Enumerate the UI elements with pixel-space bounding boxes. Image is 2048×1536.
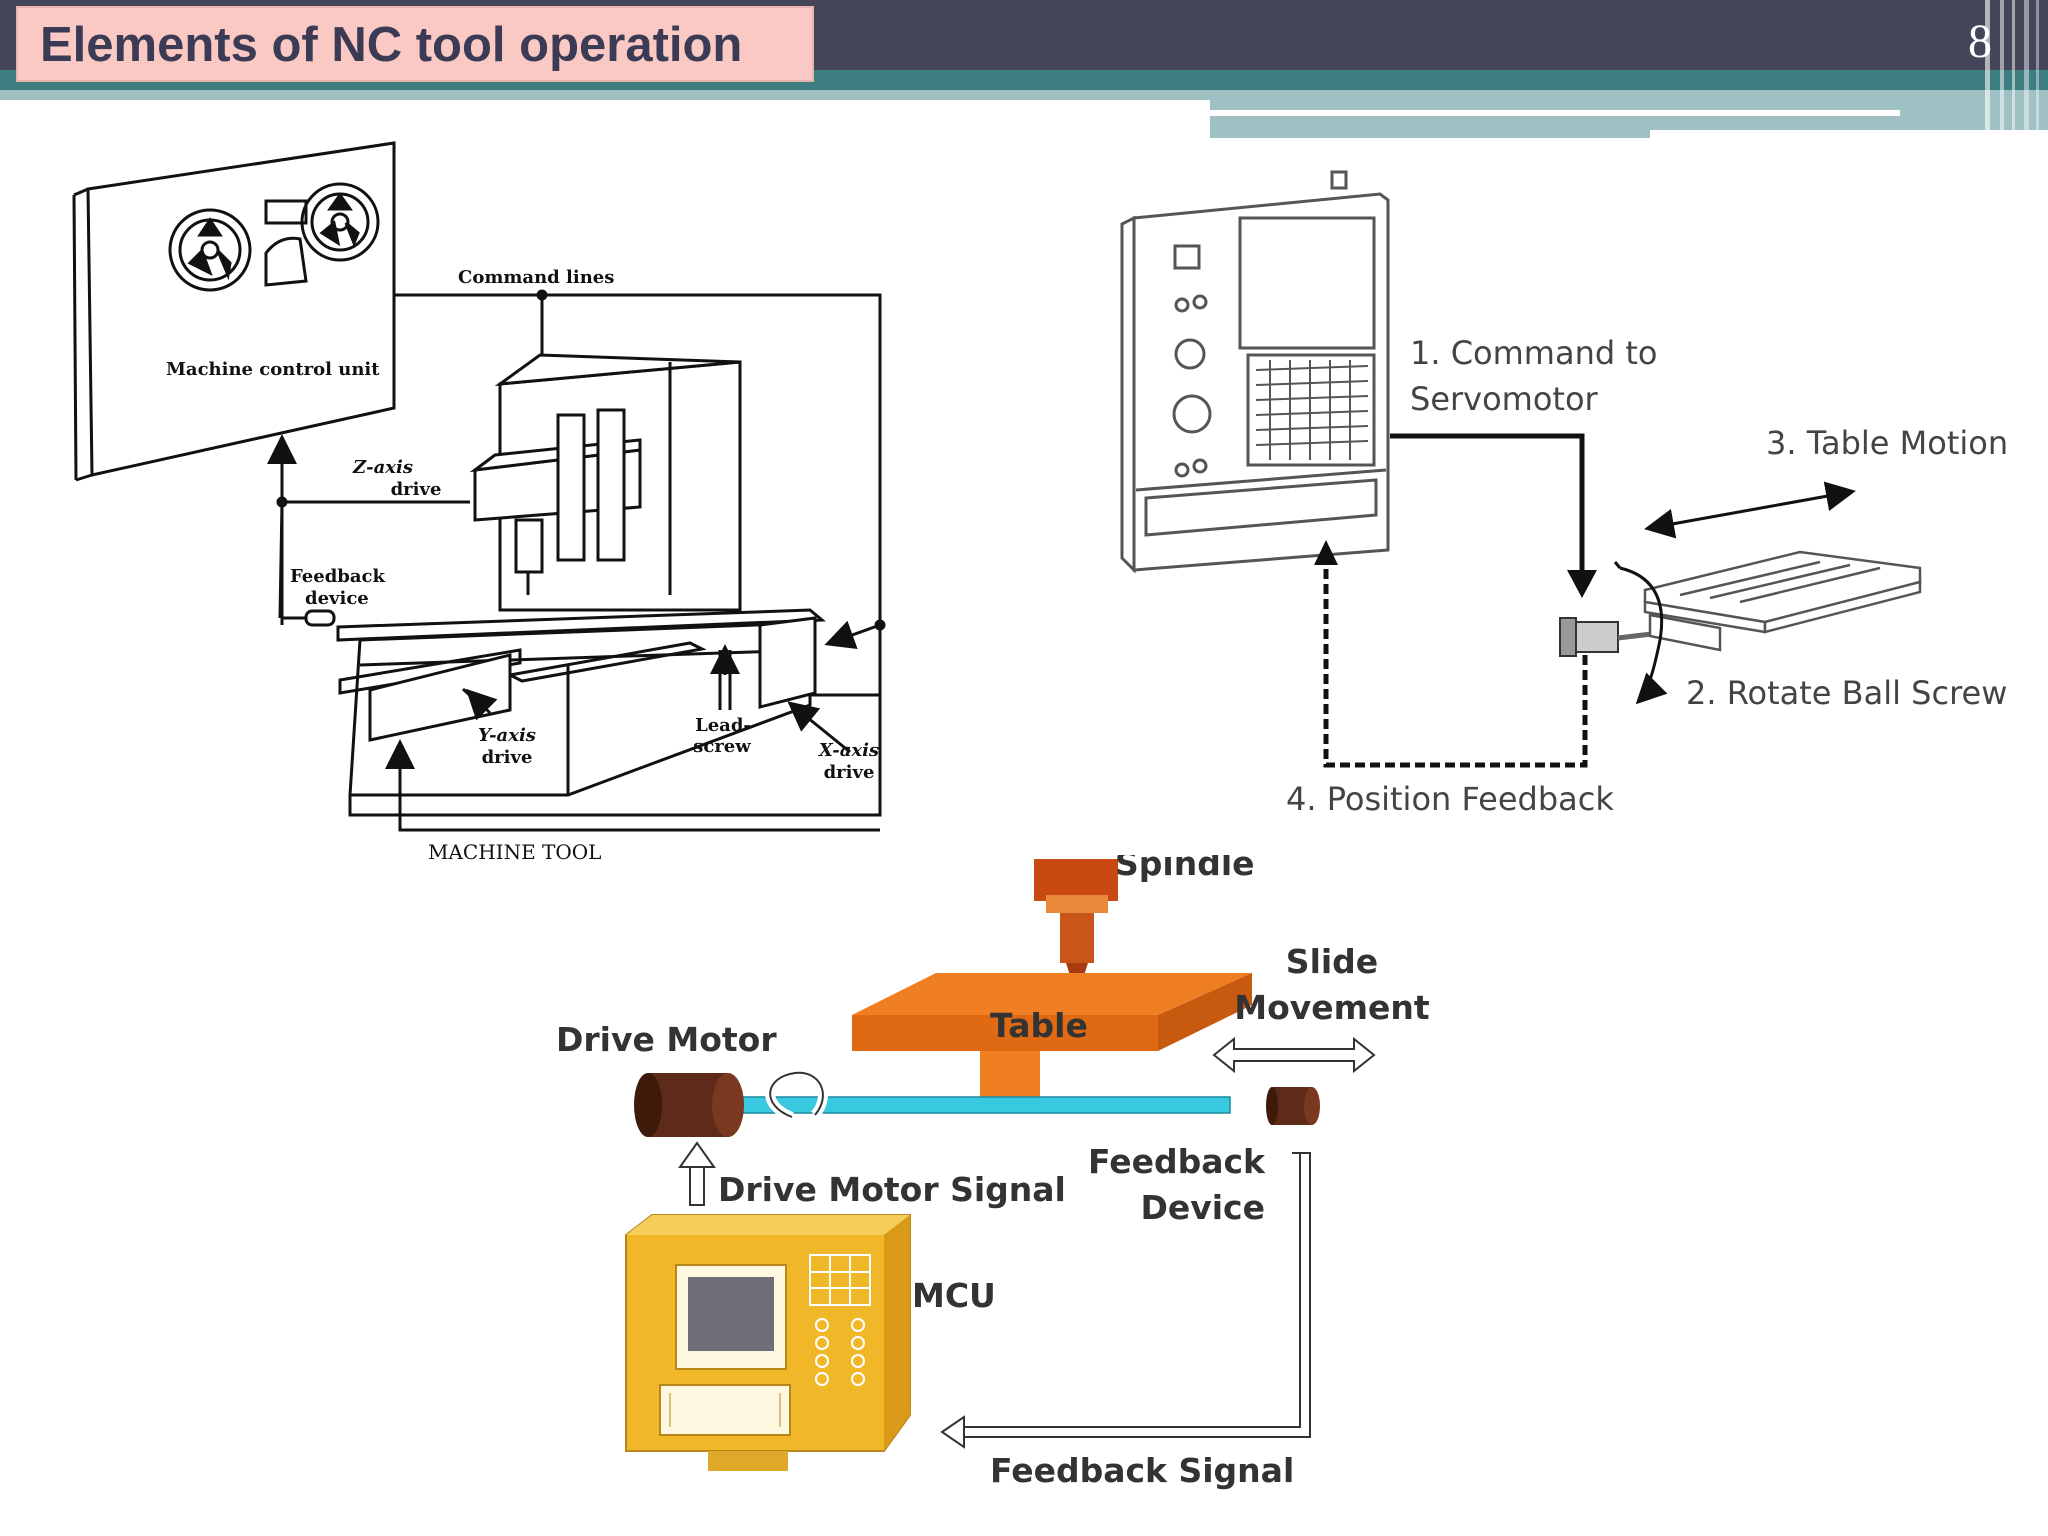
title-box: Elements of NC tool operation [16, 6, 814, 82]
drive-motor-signal-arrow [678, 1141, 716, 1206]
label-machine-tool: MACHINE TOOL [428, 840, 601, 864]
cnc-controller [1120, 170, 1390, 574]
machine-table-color [852, 973, 1252, 1113]
label-spindle: Spindle [1115, 855, 1255, 883]
mcu-cabinet [625, 1214, 911, 1471]
spindle [1034, 859, 1118, 997]
page-number: 8 [1968, 15, 1992, 68]
slide-movement-arrow [1212, 1036, 1376, 1074]
color-nc-diagram: Spindle Slide Movement Table Drive Motor… [556, 855, 1430, 1490]
label-slide: Slide [1286, 942, 1378, 981]
label-lead-screw: screw [693, 736, 751, 757]
slide-header: Elements of NC tool operation 8 [0, 0, 2048, 140]
label-x-axis-drive: drive [824, 762, 875, 783]
label-feedback: Feedback [1088, 1142, 1266, 1181]
label-feedback: Feedback [290, 566, 385, 587]
label-device: Device [1140, 1188, 1265, 1227]
machine-control-unit [72, 141, 396, 482]
slide-title: Elements of NC tool operation [40, 18, 743, 72]
label-servomotor: Servomotor [1410, 380, 1599, 418]
label-y-axis: Y-axis [478, 725, 536, 746]
label-command-lines: Command lines [458, 267, 614, 288]
label-z-axis-drive: drive [391, 479, 442, 500]
label-lead: Lead- [695, 715, 751, 736]
label-drive-motor-signal: Drive Motor Signal [718, 1170, 1066, 1209]
label-mcu: MCU [912, 1276, 996, 1315]
label-y-axis-drive: drive [482, 747, 533, 768]
label-movement: Movement [1234, 988, 1430, 1027]
label-command-to: 1. Command to [1410, 334, 1657, 372]
lead-screw-shaft [729, 1096, 1231, 1114]
label-machine-control-unit: Machine control unit [166, 359, 380, 380]
servo-loop-diagram: 1. Command to Servomotor 3. Table Motion… [1120, 170, 2008, 818]
label-feedback-device: device [305, 588, 369, 609]
label-drive-motor: Drive Motor [556, 1020, 777, 1059]
label-x-axis: X-axis [818, 740, 879, 761]
label-table: Table [990, 1006, 1088, 1045]
machine-table [1643, 550, 1922, 652]
label-table-motion: 3. Table Motion [1766, 424, 2008, 462]
label-position-feedback: 4. Position Feedback [1286, 780, 1614, 818]
label-feedback-signal: Feedback Signal [990, 1451, 1294, 1490]
feedback-device-color [1266, 1087, 1320, 1125]
nc-machine-diagram: Command lines Machine control unit Z-axi… [72, 141, 886, 864]
label-z-axis: Z-axis [352, 457, 413, 478]
drive-motor [634, 1073, 744, 1137]
label-rotate-ball-screw: 2. Rotate Ball Screw [1686, 674, 2007, 712]
